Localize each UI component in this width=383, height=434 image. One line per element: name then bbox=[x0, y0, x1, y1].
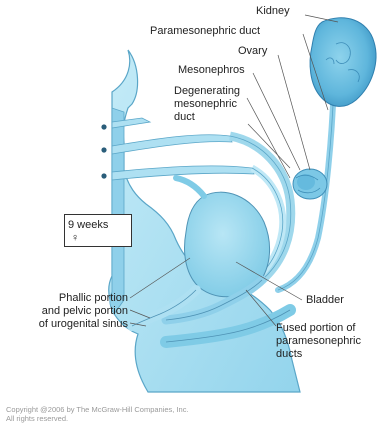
age-label: 9 weeks bbox=[68, 219, 108, 231]
copyright-line1: Copyright @2006 by The McGraw-Hill Compa… bbox=[6, 405, 189, 414]
label-ovary: Ovary bbox=[238, 45, 267, 57]
label-bladder: Bladder bbox=[306, 294, 344, 306]
kidney bbox=[310, 18, 376, 107]
age-box: 9 weeks ♀ bbox=[64, 214, 132, 247]
urachus bbox=[176, 178, 204, 196]
label-fused-line1: Fused portion of bbox=[276, 322, 356, 334]
label-paramesonephric-duct: Paramesonephric duct bbox=[150, 25, 260, 37]
label-phallic-line1: Phallic portion bbox=[6, 292, 128, 304]
label-fused-line2: paramesonephric bbox=[276, 335, 361, 347]
left-wall-band bbox=[110, 108, 124, 314]
wall-dot-1 bbox=[101, 124, 106, 129]
wall-dot-2 bbox=[101, 147, 106, 152]
female-symbol: ♀ bbox=[71, 232, 79, 244]
label-degenerating-line3: duct bbox=[174, 111, 195, 123]
label-fused-line3: ducts bbox=[276, 348, 302, 360]
label-degenerating-line2: mesonephric bbox=[174, 98, 237, 110]
label-mesonephros: Mesonephros bbox=[178, 64, 245, 76]
label-degenerating-line1: Degenerating bbox=[174, 85, 240, 97]
label-phallic-line2: and pelvic portion bbox=[6, 305, 128, 317]
copyright-line2: All rights reserved. bbox=[6, 414, 189, 423]
middle-duct-left bbox=[112, 135, 232, 154]
copyright-notice: Copyright @2006 by The McGraw-Hill Compa… bbox=[6, 405, 189, 423]
label-kidney: Kidney bbox=[256, 5, 290, 17]
wall-dot-3 bbox=[101, 173, 106, 178]
label-phallic-line3: of urogenital sinus bbox=[6, 318, 128, 330]
